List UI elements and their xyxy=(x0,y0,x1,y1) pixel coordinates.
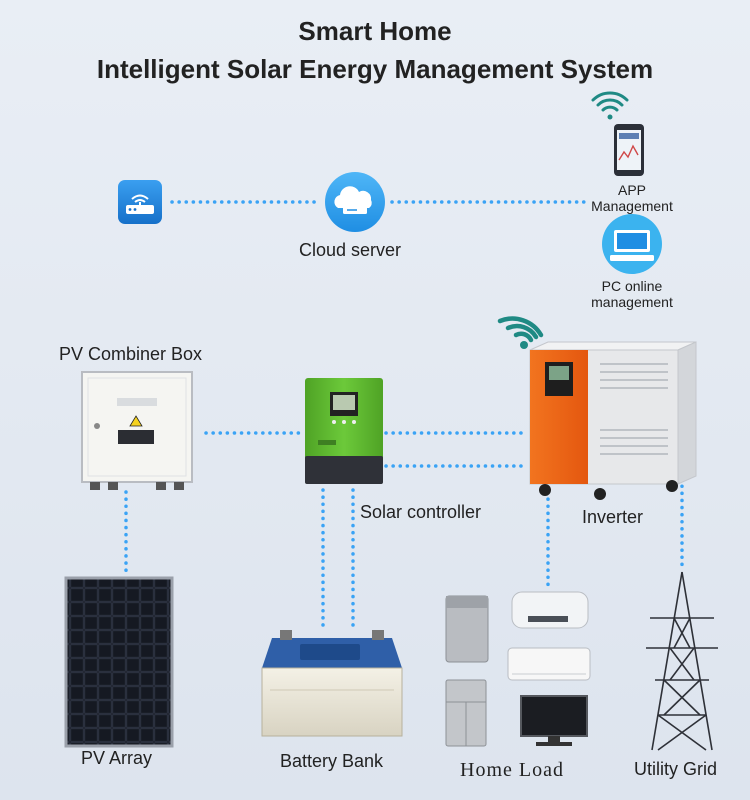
connection-lines xyxy=(124,200,684,634)
smartphone-icon xyxy=(614,124,644,176)
pc-management-label: PC online management xyxy=(584,278,680,310)
title-line-2: Intelligent Solar Energy Management Syst… xyxy=(96,54,654,84)
solar-controller xyxy=(305,378,383,484)
inverter-label: Inverter xyxy=(582,507,644,527)
battery-bank xyxy=(261,630,403,737)
home-load-appliances xyxy=(445,591,591,747)
pv-array xyxy=(64,576,174,748)
pc-label-line-2: management xyxy=(591,294,673,310)
title-line-1: Smart Home xyxy=(298,16,452,46)
utility-grid-tower xyxy=(646,571,718,751)
pc-label-line-1: PC online xyxy=(601,278,663,294)
utility-grid-label: Utility Grid xyxy=(634,759,718,779)
pv-combiner-box xyxy=(81,371,193,490)
pv-combiner-box-label: PV Combiner Box xyxy=(59,344,203,364)
wifi-icon xyxy=(591,91,629,120)
solar-controller-label: Solar controller xyxy=(360,502,482,522)
router-icon xyxy=(118,180,162,224)
app-label-line-1: APP xyxy=(617,182,646,198)
inverter xyxy=(529,341,697,500)
wifi-icon xyxy=(497,316,544,349)
pv-array-label: PV Array xyxy=(81,748,153,768)
app-label-line-2: Management xyxy=(591,198,673,214)
cloud-server-label: Cloud server xyxy=(299,240,402,260)
home-load-label: Home Load xyxy=(460,759,564,781)
pc-icon xyxy=(602,214,662,274)
cloud-server-icon xyxy=(325,172,385,232)
battery-bank-label: Battery Bank xyxy=(280,751,384,771)
app-management-label: APP Management xyxy=(584,182,680,214)
